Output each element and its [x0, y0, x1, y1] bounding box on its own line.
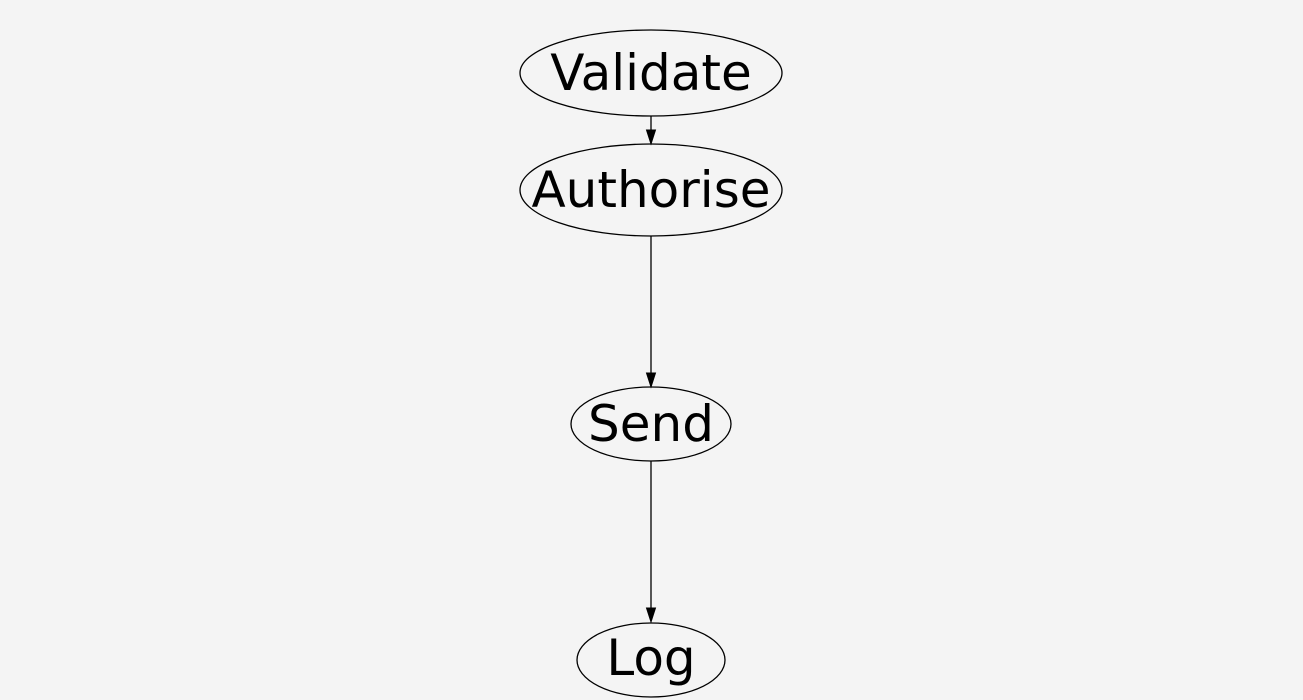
node-send: Send [570, 386, 732, 462]
node-label-authorise: Authorise [531, 161, 770, 219]
node-label-log: Log [606, 629, 695, 687]
node-log: Log [576, 622, 726, 698]
edge-authorise-send [645, 236, 657, 389]
edge-send-log [645, 461, 657, 624]
node-label-validate: Validate [550, 44, 752, 102]
node-authorise: Authorise [519, 143, 783, 237]
node-label-send: Send [588, 395, 714, 453]
edge-validate-authorise [645, 116, 657, 146]
node-validate: Validate [519, 29, 783, 117]
